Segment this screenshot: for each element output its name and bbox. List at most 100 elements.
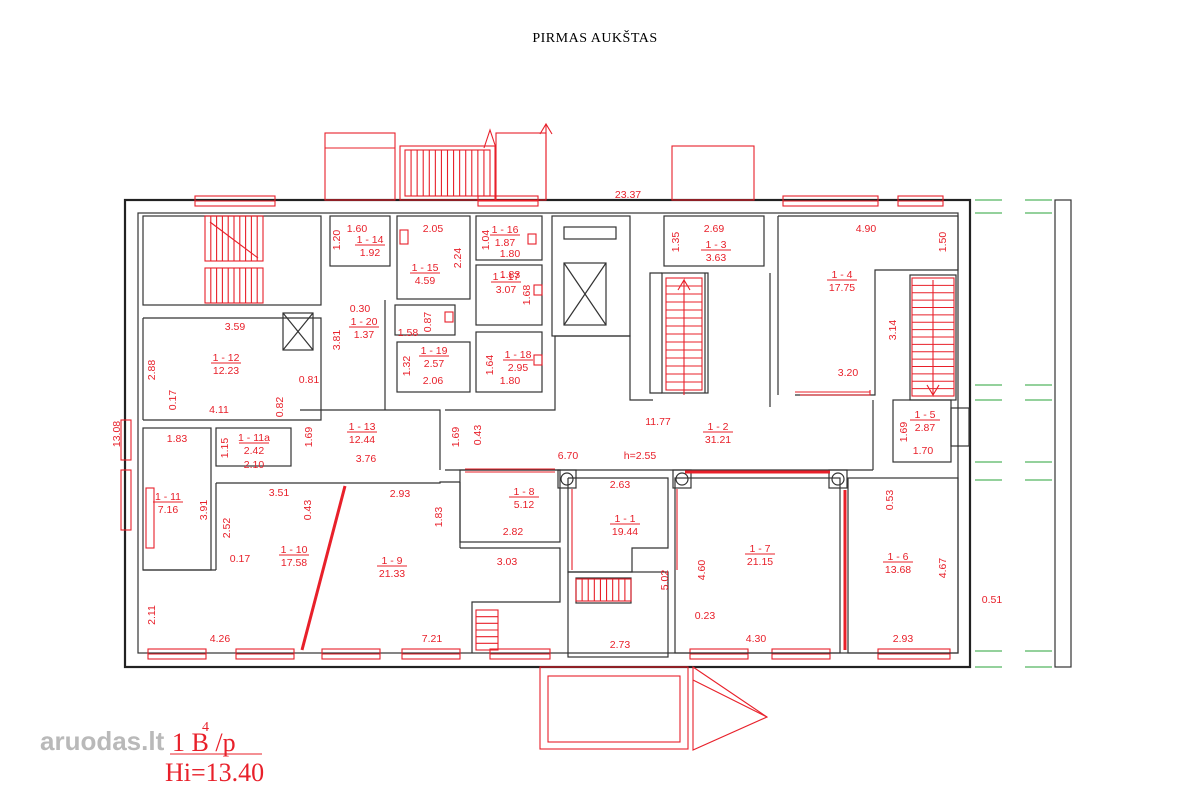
dimension-value: 1.69 (303, 427, 315, 448)
dimension-value: 13.08 (111, 421, 123, 447)
dimension-value: 1.64 (484, 355, 496, 376)
room-id: 1 - 7 (749, 543, 770, 555)
dimension-value: 1.60 (347, 223, 368, 235)
dimension-value: 3.91 (198, 500, 210, 521)
room-area: 12.23 (213, 365, 239, 377)
dimension-value: 1.69 (898, 422, 910, 443)
dimension-value: 2.05 (423, 223, 444, 235)
room-area: 21.15 (747, 556, 773, 568)
dimension-value: 0.82 (274, 397, 286, 418)
dimension-value: 1.04 (480, 230, 492, 251)
dimension-value: 0.87 (422, 312, 434, 333)
room-area: 3.07 (496, 284, 517, 296)
room-id: 1 - 10 (281, 544, 308, 556)
room-id: 1 - 6 (887, 551, 908, 563)
dimension-value: 1.80 (500, 375, 521, 387)
room-id: 1 - 19 (421, 345, 448, 357)
room-id: 1 - 8 (513, 486, 534, 498)
room-id: 1 - 2 (707, 421, 728, 433)
windows (120, 195, 951, 660)
room-area: 2.57 (424, 358, 445, 370)
dimension-value: 2.82 (503, 526, 524, 538)
dimension-value: h=2.55 (624, 450, 657, 462)
room-id: 1 - 9 (381, 555, 402, 567)
room-id: 1 - 11a (238, 432, 270, 444)
columns (557, 469, 848, 489)
dimension-value: 2.11 (146, 605, 158, 625)
dimension-value: 23.37 (615, 189, 641, 201)
dimension-value: 2.73 (610, 639, 631, 651)
dimension-value: 1.58 (398, 327, 419, 339)
dimension-value: 2.10 (244, 459, 265, 471)
dimension-value: 4.90 (856, 223, 877, 235)
dimension-value: 2.69 (704, 223, 725, 235)
top-entrance-structures (324, 122, 755, 201)
room-area: 5.12 (514, 499, 535, 511)
room-id: 1 - 16 (492, 224, 519, 236)
room-id: 1 - 14 (357, 234, 384, 246)
dimension-value: 11.77 (645, 416, 671, 428)
dimension-value: 3.20 (838, 367, 859, 379)
room-id: 1 - 18 (505, 349, 532, 361)
dimension-value: 7.21 (422, 633, 443, 645)
room-area: 1.37 (354, 329, 375, 341)
watermark: aruodas.lt (40, 726, 165, 756)
stair-runs (204, 149, 955, 651)
dimension-value: 0.81 (299, 374, 320, 386)
room-area: 31.21 (705, 434, 731, 446)
room-id: 1 - 15 (412, 262, 439, 274)
room-id: 1 - 5 (914, 409, 935, 421)
building-class-superscript: 4 (202, 720, 209, 735)
room-area: 12.44 (349, 434, 375, 446)
room-area: 13.68 (885, 564, 911, 576)
dimension-value: 2.93 (893, 633, 914, 645)
exterior-marks (975, 199, 1072, 668)
building-class-label: 1 B /p (172, 728, 236, 757)
dimension-labels: 23.37 13.08 1.60 1.20 2.05 2.24 1.04 1.80 1.83 1.… (111, 189, 1002, 651)
dimension-value: 2.24 (452, 248, 464, 269)
bottom-entrance-structures (539, 665, 769, 751)
room-area: 3.63 (706, 252, 727, 264)
dimension-value: 3.76 (356, 453, 377, 465)
dimension-value: 1.83 (433, 507, 445, 528)
room-labels: 1 - 119.441 - 231.211 - 33.631 - 417.751… (153, 224, 940, 580)
room-area: 1.87 (495, 237, 516, 249)
room-area: 17.75 (829, 282, 855, 294)
dimension-value: 2.88 (146, 360, 158, 381)
room-id: 1 - 11 (155, 491, 181, 503)
dimension-value: 1.32 (401, 356, 413, 377)
room-id: 1 - 17 (493, 271, 520, 283)
room-area: 2.95 (508, 362, 529, 374)
dimension-value: 2.63 (610, 479, 631, 491)
plan-title: PIRMAS AUKŠTAS (532, 29, 657, 46)
dimension-value: 1.15 (219, 438, 231, 459)
dimension-value: 3.59 (225, 321, 246, 333)
dimension-value: 3.81 (331, 330, 343, 351)
dimension-value: 1.20 (331, 230, 343, 251)
dimension-value: 2.06 (423, 375, 444, 387)
dimension-value: 3.03 (497, 556, 518, 568)
dimension-value: 1.80 (500, 248, 521, 260)
room-area: 2.42 (244, 445, 265, 457)
dimension-value: 1.50 (937, 232, 949, 253)
dimension-value: 4.11 (209, 404, 229, 416)
dimension-value: 4.60 (696, 560, 708, 581)
dimension-value: 0.17 (230, 553, 251, 565)
dimension-value: 0.51 (982, 594, 1003, 606)
room-area: 19.44 (612, 526, 638, 538)
dimension-value: 1.35 (670, 232, 682, 253)
room-id: 1 - 4 (831, 269, 852, 281)
dimension-value: 5.02 (659, 570, 671, 591)
dimension-value: 4.30 (746, 633, 767, 645)
dimension-value: 2.93 (390, 488, 411, 500)
room-id: 1 - 12 (213, 352, 240, 364)
highlighted-partitions (300, 468, 847, 651)
dimension-value: 0.30 (350, 303, 371, 315)
dimension-value: 4.67 (937, 558, 949, 579)
dimension-value: 0.23 (695, 610, 716, 622)
room-area: 7.16 (158, 504, 179, 516)
room-id: 1 - 3 (705, 239, 726, 251)
dimension-value: 0.17 (167, 390, 179, 411)
dimension-value: 0.43 (472, 425, 484, 446)
